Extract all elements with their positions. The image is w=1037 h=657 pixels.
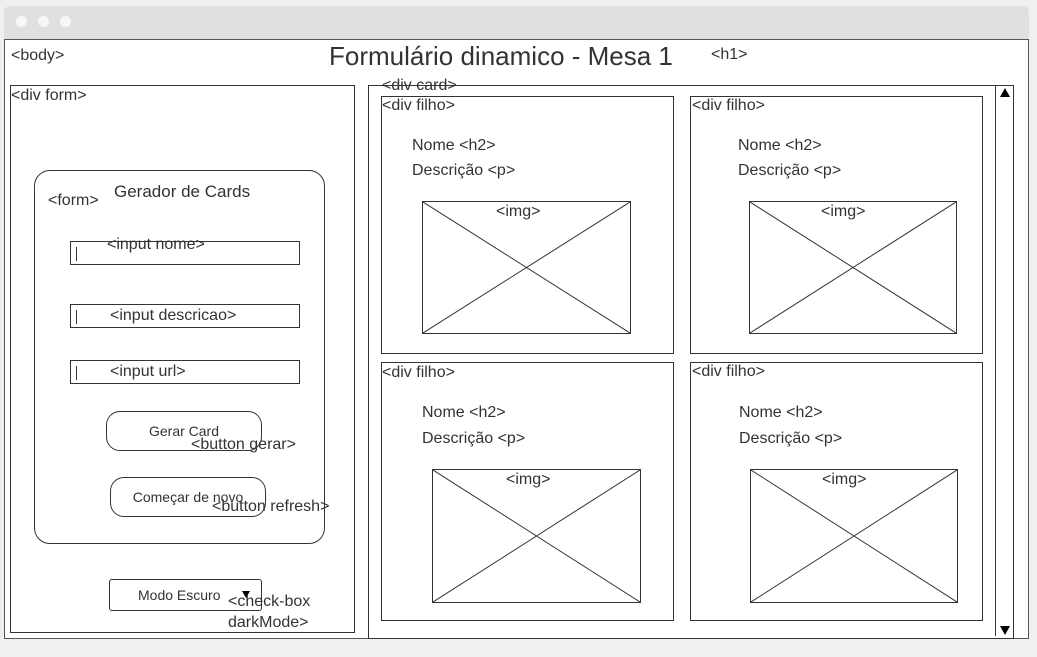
card-name-heading: Nome <h2>: [412, 137, 496, 154]
image-tag-label: <img>: [496, 203, 541, 220]
card-child-label: <div filho>: [692, 97, 765, 114]
form-title: Gerador de Cards: [114, 182, 251, 201]
body-tag-label: <body>: [11, 47, 65, 64]
card-name-heading: Nome <h2>: [738, 137, 822, 154]
close-dot[interactable]: [16, 16, 27, 27]
card-description: Descrição <p>: [738, 162, 842, 179]
description-input[interactable]: [70, 304, 300, 328]
div-card-label: <div card>: [382, 77, 457, 94]
form-tag-label: <form>: [48, 192, 99, 209]
checkbox-dark-mode-tag-line2: darkMode>: [228, 614, 309, 631]
card-child-label: <div filho>: [382, 364, 455, 381]
button-gerar-tag-label: <button gerar>: [191, 436, 296, 453]
url-input[interactable]: [70, 360, 300, 384]
name-input-placeholder: <input nome>: [107, 236, 205, 253]
dark-mode-select[interactable]: Modo Escuro: [109, 579, 262, 611]
page-title: Formulário dinamico - Mesa 1: [329, 41, 673, 71]
card-description: Descrição <p>: [739, 430, 843, 447]
button-refresh-tag-label: <button refresh>: [212, 498, 330, 515]
card-panel-scrollbar[interactable]: [995, 86, 1012, 636]
url-input-caret: [76, 366, 77, 380]
div-form-label: <div form>: [11, 87, 87, 104]
window-titlebar: [4, 6, 1029, 39]
card-description: Descrição <p>: [412, 162, 516, 179]
zoom-dot[interactable]: [60, 16, 71, 27]
card-child-label: <div filho>: [382, 97, 455, 114]
scroll-down-arrow-icon[interactable]: [1000, 626, 1010, 635]
card-image-placeholder: <img>: [750, 469, 958, 603]
dropdown-triangle-icon: [242, 591, 250, 598]
name-input[interactable]: [70, 241, 300, 265]
dark-mode-select-label: Modo Escuro: [138, 587, 221, 603]
image-tag-label: <img>: [822, 471, 867, 488]
h1-tag-label: <h1>: [711, 46, 748, 63]
card-name-heading: Nome <h2>: [422, 404, 506, 421]
card-image-placeholder: <img>: [432, 469, 641, 603]
checkbox-dark-mode-tag-line1: <check-box: [228, 593, 311, 610]
description-input-placeholder: <input descricao>: [110, 307, 237, 324]
card-name-heading: Nome <h2>: [739, 404, 823, 421]
image-tag-label: <img>: [821, 203, 866, 220]
card-description: Descrição <p>: [422, 430, 526, 447]
description-input-caret: [76, 310, 77, 324]
scroll-up-arrow-icon[interactable]: [1000, 88, 1010, 97]
card-child-label: <div filho>: [692, 363, 765, 380]
restart-button[interactable]: Começar de novo: [110, 477, 266, 517]
minimize-dot[interactable]: [38, 16, 49, 27]
url-input-placeholder: <input url>: [110, 363, 186, 380]
image-tag-label: <img>: [506, 471, 551, 488]
name-input-caret: [76, 247, 77, 261]
card-image-placeholder: <img>: [422, 201, 631, 334]
generate-card-button[interactable]: Gerar Card: [106, 411, 262, 451]
card-image-placeholder: <img>: [749, 201, 957, 334]
